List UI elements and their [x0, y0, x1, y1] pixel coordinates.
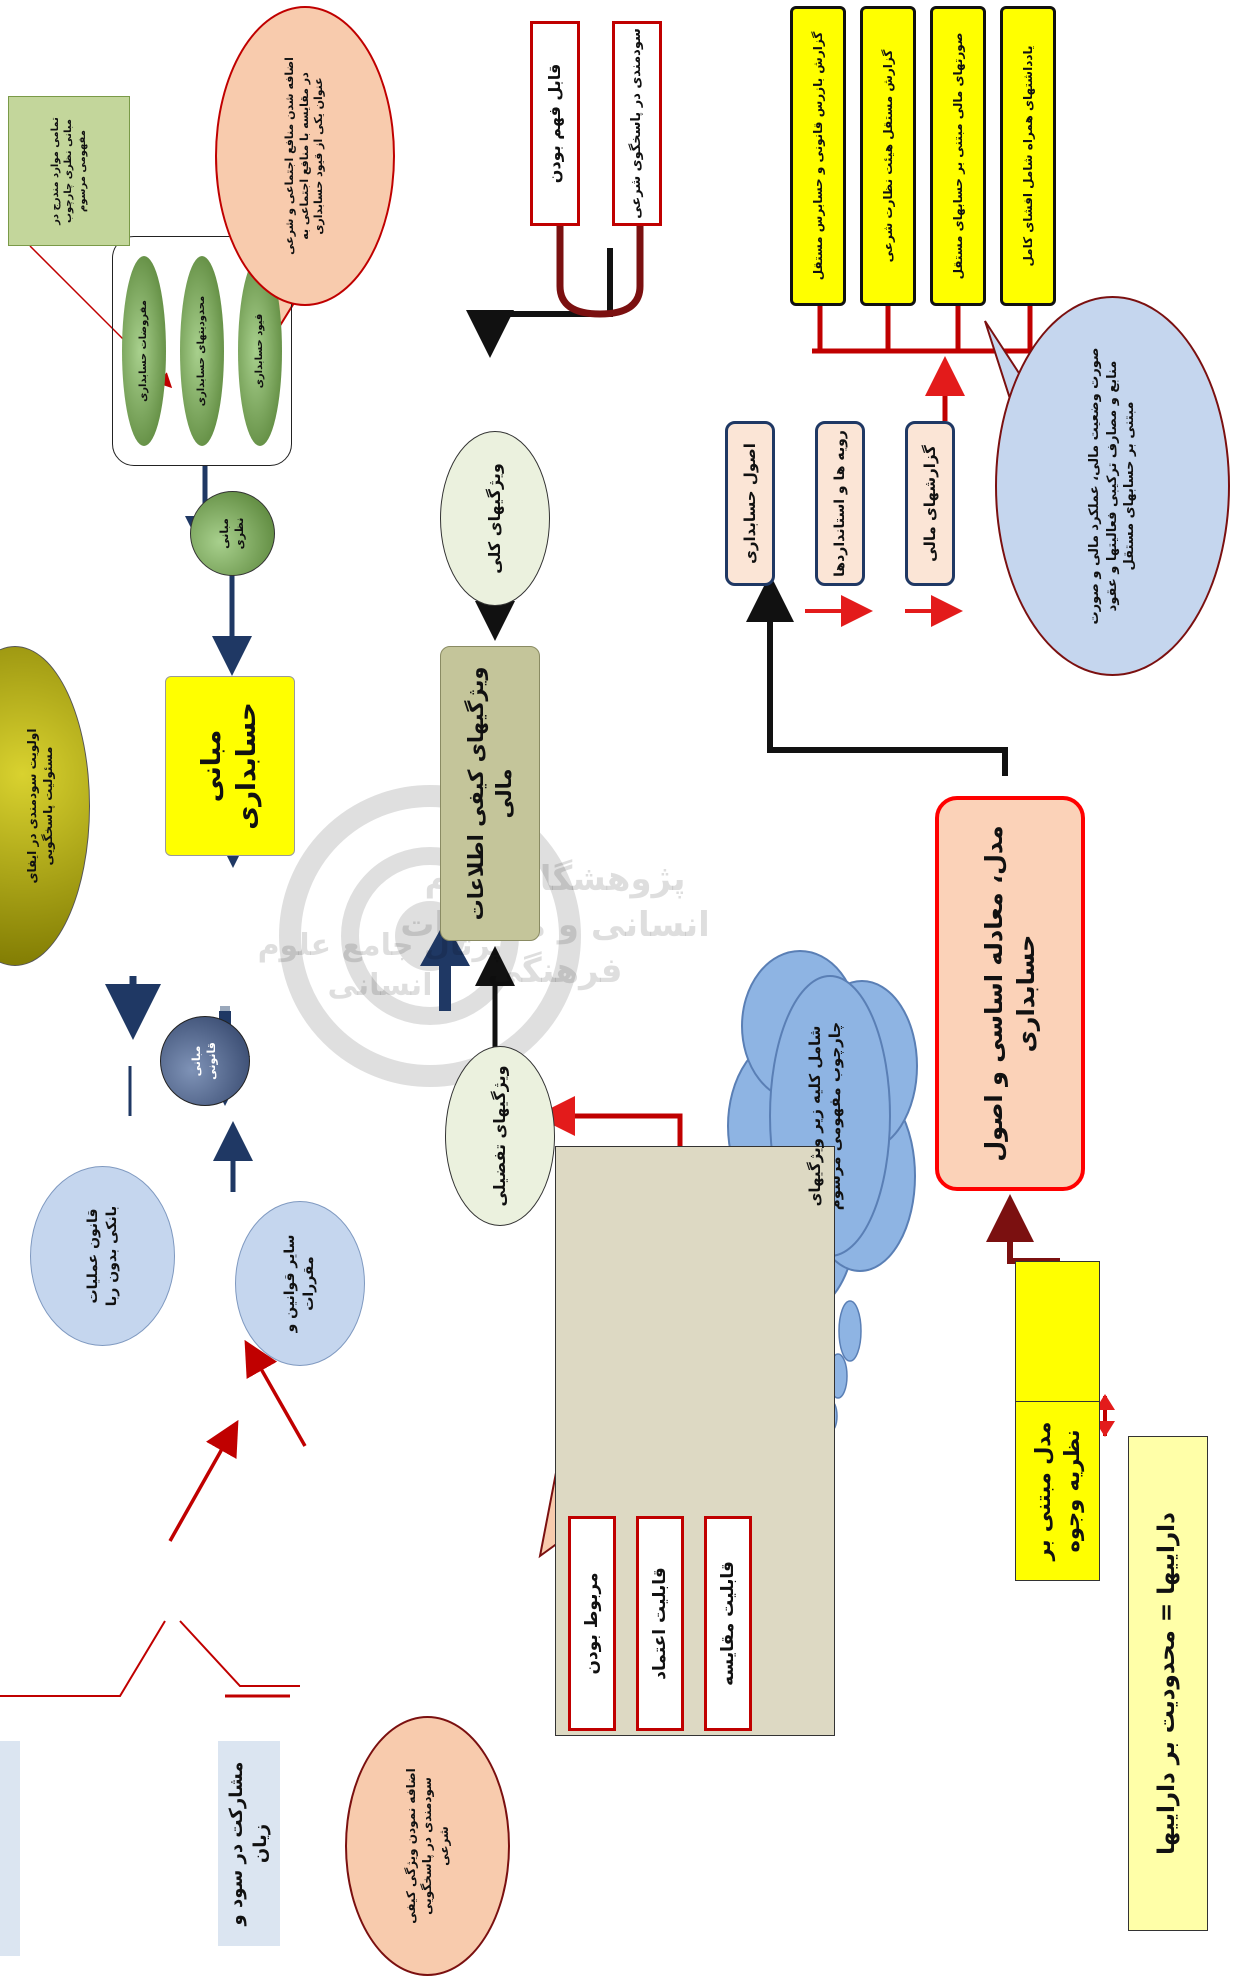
theory-basis-circle: مبانی نظری	[190, 491, 275, 576]
model-principles-label: مدل، معادله اساسی و اصول حسابداری	[979, 825, 1040, 1162]
qualitative-characteristics-box: ویژگیهای کیفی اطلاعات مالی	[440, 646, 540, 941]
callout-added-label: اضافه نمودن ویژگی کیفی سودمندی در پاسخگو…	[404, 1768, 451, 1924]
sharia-board-box: گزارش مستقل هیئت نظارت شرعی	[860, 6, 916, 306]
general-traits-label: ویژگیهای کلی	[485, 463, 505, 574]
theory-basis-label: مبانی نظری	[217, 517, 246, 550]
notes-box: یادداشتهای همراه شامل افشای کامل	[1000, 6, 1056, 306]
other-laws-label: سایر قوانین و مقررات	[282, 1234, 317, 1333]
relevant-box: مربوط بودن	[568, 1516, 616, 1731]
accounting-foundations-label: مبانی حسابداری	[196, 702, 262, 830]
callout-added: اضافه نمودن ویژگی کیفی سودمندی در پاسخگو…	[345, 1716, 510, 1976]
legal-basis-label: مبانی قانونی	[190, 1042, 218, 1080]
understandable-box: قابل فهم بودن	[530, 21, 580, 226]
statements-label: صورتهای مالی مبتنی بر حسابهای مستقل	[950, 32, 965, 280]
cloud-label: شامل کلیه زیر ویژگیهای چارچوب مفهومی مرس…	[805, 1021, 844, 1211]
assumptions-label: مفروضات حسابداری	[138, 300, 150, 402]
note-label: تمامی موارد مندرج در مبانی نظری چارچوب م…	[49, 117, 88, 225]
sharia-usefulness-box: سودمندی در پاسخگوی شرعی	[612, 21, 662, 226]
priority-label: اولویت سودمندی در ایفای مسئولیت پاسخگویی	[24, 728, 55, 884]
conventions-label: قیود حسابداری	[254, 313, 266, 389]
principles-box: اصول حسابداری	[725, 421, 775, 586]
general-traits-oval: ویژگیهای کلی	[440, 431, 550, 606]
other-laws-oval: سایر قوانین و مقررات	[235, 1201, 365, 1366]
equation-label: داراییها = محدودیت بر داراییها	[1154, 1512, 1181, 1855]
statements-box: صورتهای مالی مبتنی بر حسابهای مستقل	[930, 6, 986, 306]
callout-statements: صورت وضعیت مالی، عملکرد مالی و صورت مناب…	[995, 296, 1230, 676]
constraints-label: محدودیتهای حسابداری	[196, 295, 208, 407]
detailed-traits-label: ویژگیهای تفضیلی	[490, 1065, 510, 1207]
fin-reports-box: گزارشهای مالی	[905, 421, 955, 586]
fund-theory-label: مدل مبتنی بر نظریه وجوه	[1031, 1421, 1084, 1561]
notes-label: یادداشتهای همراه شامل افشای کامل	[1020, 45, 1035, 267]
sharia-usefulness-label: سودمندی در پاسخگوی شرعی	[629, 28, 645, 219]
constraints-oval: محدودیتهای حسابداری	[180, 256, 224, 446]
banking-law-label: قانون عملیات بانکی بدون ربا	[84, 1205, 120, 1307]
profit-loss-box: مشارکت در سود و زیان	[218, 1741, 280, 1946]
auditor-report-box: گزارش بازرس قانونی و حسابرس مستقل	[790, 6, 846, 306]
auditor-report-label: گزارش بازرس قانونی و حسابرس مستقل	[810, 31, 825, 281]
reliability-label: قابلیت اعتماد	[649, 1567, 670, 1680]
assumptions-oval: مفروضات حسابداری	[122, 256, 166, 446]
relevant-label: مربوط بودن	[581, 1572, 602, 1675]
comparability-box: قابلیت مقایسه	[704, 1516, 752, 1731]
reports-connectors	[805, 306, 1060, 627]
sharia-board-label: گزارش مستقل هیئت نظارت شرعی	[880, 49, 895, 263]
qualitative-characteristics-label: ویژگیهای کیفی اطلاعات مالی	[463, 666, 516, 921]
callout-constraints-label: اضافه شدن منافع اجتماعی و شرعی در مقایسه…	[282, 57, 326, 255]
accounting-foundations-box: مبانی حسابداری	[165, 676, 295, 856]
legal-basis-circle: مبانی قانونی	[160, 1016, 250, 1106]
reliability-box: قابلیت اعتماد	[636, 1516, 684, 1731]
procedures-label: رویه ها و استانداردها	[831, 430, 848, 577]
profit-loss-label: مشارکت در سود و زیان	[225, 1761, 271, 1926]
model-principles-box: مدل، معادله اساسی و اصول حسابداری	[935, 796, 1085, 1191]
left-edge-box	[0, 1741, 20, 1956]
cloud-text: شامل کلیه زیر ویژگیهای چارچوب مفهومی مرس…	[770, 976, 880, 1256]
understandable-label: قابل فهم بودن	[545, 63, 565, 184]
note-box: تمامی موارد مندرج در مبانی نظری چارچوب م…	[8, 96, 130, 246]
fin-reports-label: گزارشهای مالی	[920, 445, 939, 562]
detailed-traits-oval: ویژگیهای تفضیلی	[445, 1046, 555, 1226]
comparability-label: قابلیت مقایسه	[717, 1561, 738, 1686]
fund-theory-box-ext	[1015, 1261, 1100, 1401]
banking-law-oval: قانون عملیات بانکی بدون ربا	[30, 1166, 175, 1346]
callout-constraints: اضافه شدن منافع اجتماعی و شرعی در مقایسه…	[215, 6, 395, 306]
callout-statements-label: صورت وضعیت مالی، عملکرد مالی و صورت مناب…	[1087, 347, 1138, 625]
law-connectors	[0, 1339, 307, 1698]
fund-theory-box: مدل مبتنی بر نظریه وجوه	[1015, 1401, 1100, 1581]
equation-box: داراییها = محدودیت بر داراییها	[1128, 1436, 1208, 1931]
principles-label: اصول حسابداری	[740, 443, 759, 564]
procedures-box: رویه ها و استانداردها	[815, 421, 865, 586]
